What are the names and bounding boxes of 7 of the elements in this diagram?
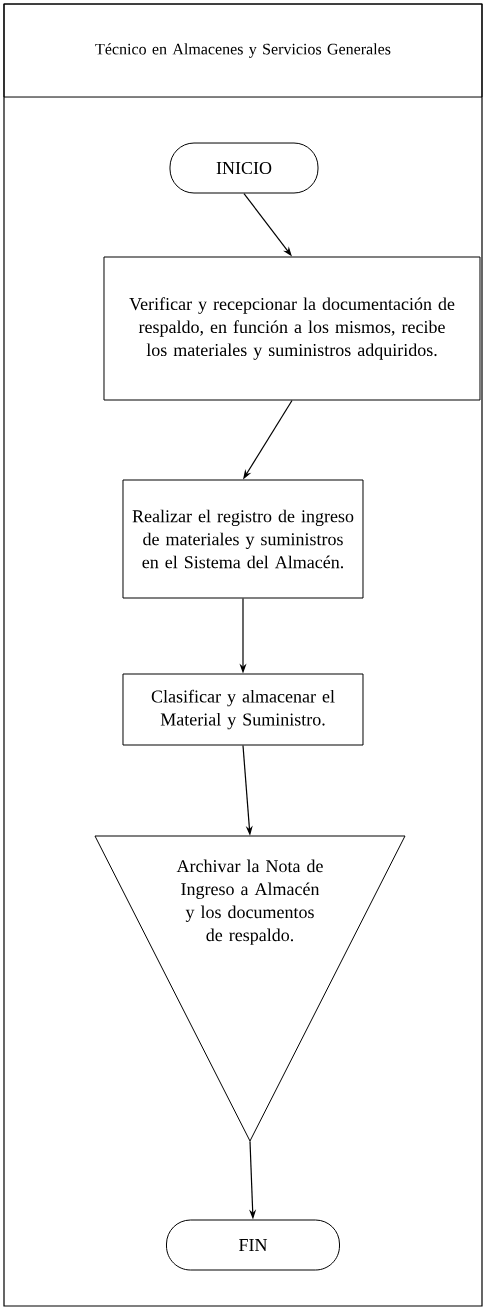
merge-triangle: Archivar la Nota de Ingreso a Almacén y los documentos de respaldo. [94,835,406,1142]
terminator: INICIO [169,142,319,194]
process-box: Clasificar y almacenar el Material y Suministro. [122,673,364,746]
terminator: FIN [166,1219,340,1271]
header-band: Técnico en Almacenes y Servicios Generales [3,3,483,98]
process-box: Realizar el registro de ingreso de materiales y suministros en el Sistema del Almacén. [122,479,364,599]
process-box: Verificar y recepcionar la documentación de respaldo, en función a los mismos, recibe los materiales y suministros adquiridos. [103,256,481,401]
